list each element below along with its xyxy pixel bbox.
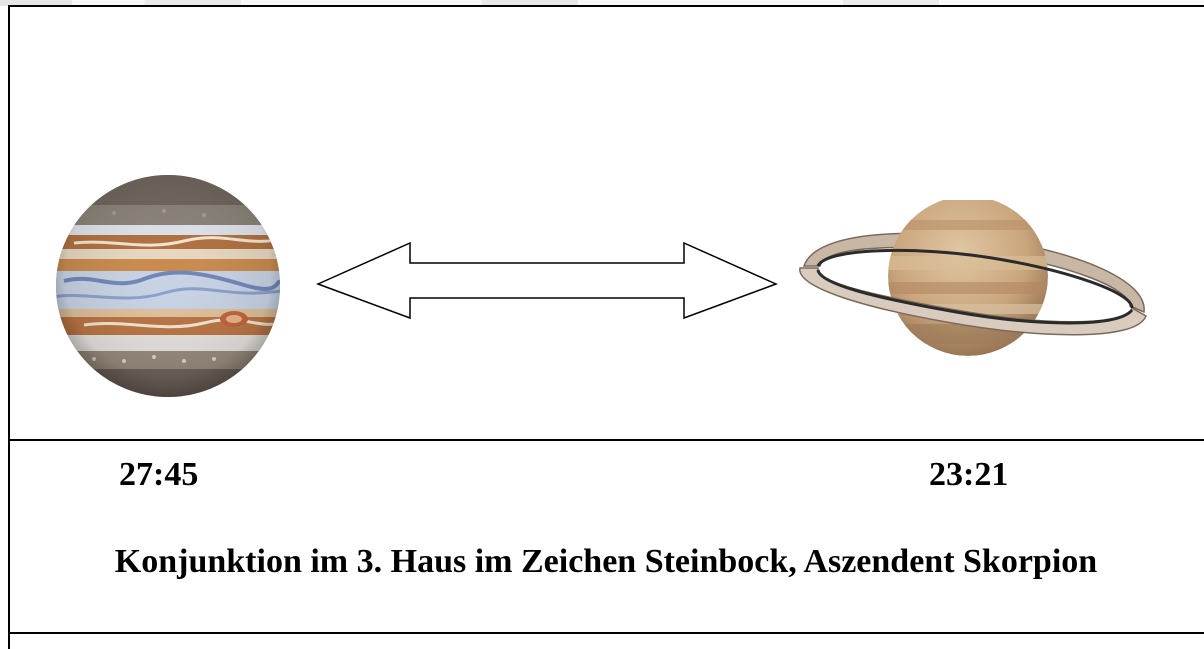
jupiter-icon — [56, 175, 280, 397]
double-arrow-icon — [316, 241, 778, 320]
saturn-time-label: 23:21 — [929, 456, 1009, 493]
table-frame — [8, 5, 1204, 649]
jupiter-time-label: 27:45 — [119, 456, 199, 493]
row-divider — [8, 439, 1204, 441]
caption-text: Konjunktion im 3. Haus im Zeichen Steinb… — [114, 543, 1098, 580]
bottom-divider — [8, 632, 1204, 634]
saturn-icon — [799, 200, 1147, 356]
background-strip — [0, 0, 1204, 6]
